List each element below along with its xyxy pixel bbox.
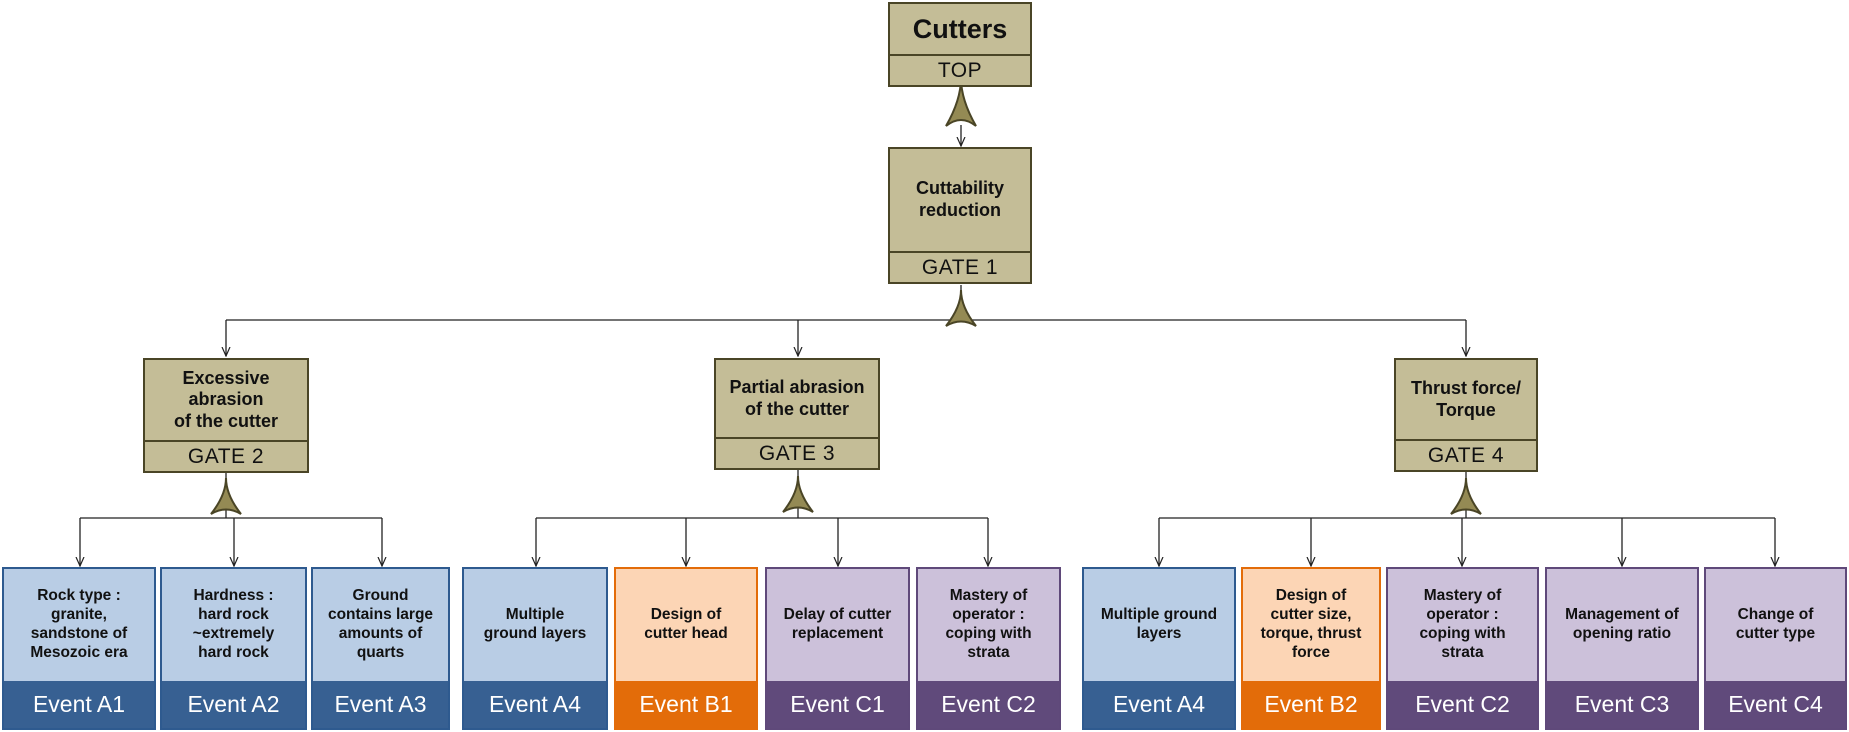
event-tag: Event C2 xyxy=(918,681,1059,728)
event-tag: Event A2 xyxy=(162,681,305,728)
gate-1-tag: GATE 1 xyxy=(890,251,1030,282)
event-tag: Event A3 xyxy=(313,681,448,728)
gate-3-tag: GATE 3 xyxy=(716,437,878,468)
event-description: Mastery of operator : coping with strata xyxy=(945,587,1032,661)
event-box-c2-second: Mastery of operator : coping with strata… xyxy=(1386,567,1539,730)
gate-1-title: Cuttability reduction xyxy=(916,178,1004,220)
event-box-c3: Management of opening ratio Event C3 xyxy=(1545,567,1699,730)
top-event-box: Cutters TOP xyxy=(888,2,1032,87)
event-tag: Event A4 xyxy=(464,681,606,728)
event-box-c4: Change of cutter type Event C4 xyxy=(1704,567,1847,730)
gate-4-title: Thrust force/ Torque xyxy=(1410,377,1521,420)
event-tag: Event C2 xyxy=(1388,681,1537,728)
top-event-title: Cutters xyxy=(912,13,1008,44)
gate-3-box: Partial abrasion of the cutter GATE 3 xyxy=(714,358,880,470)
event-box-a4: Multiple ground layers Event A4 xyxy=(462,567,608,730)
event-description: Delay of cutter replacement xyxy=(783,606,892,642)
or-gate-symbol xyxy=(210,477,242,515)
event-tag: Event A4 xyxy=(1084,681,1234,728)
event-box-b2: Design of cutter size, torque, thrust fo… xyxy=(1241,567,1381,730)
event-box-c1: Delay of cutter replacement Event C1 xyxy=(765,567,910,730)
event-description: Design of cutter size, torque, thrust fo… xyxy=(1260,587,1362,661)
event-description: Mastery of operator : coping with strata xyxy=(1419,587,1506,661)
event-tag: Event C1 xyxy=(767,681,908,728)
gate-3-title: Partial abrasion of the cutter xyxy=(729,376,865,419)
event-box-a3: Ground contains large amounts of quarts … xyxy=(311,567,450,730)
or-gate-symbol xyxy=(1450,477,1482,515)
event-tag: Event B2 xyxy=(1243,681,1379,728)
event-description: Multiple ground layers xyxy=(483,606,587,642)
top-event-tag: TOP xyxy=(890,54,1030,85)
event-description: Multiple ground layers xyxy=(1100,606,1218,642)
event-box-c2: Mastery of operator : coping with strata… xyxy=(916,567,1061,730)
event-tag: Event C3 xyxy=(1547,681,1697,728)
event-box-b1: Design of cutter head Event B1 xyxy=(614,567,758,730)
event-tag: Event A1 xyxy=(4,681,154,728)
gate-2-box: Excessive abrasion of the cutter GATE 2 xyxy=(143,358,309,473)
gate-2-title: Excessive abrasion of the cutter xyxy=(173,367,278,431)
gate-2-tag: GATE 2 xyxy=(145,440,307,471)
event-description: Ground contains large amounts of quarts xyxy=(327,587,434,661)
or-gate-symbol xyxy=(945,289,977,327)
gate-4-tag: GATE 4 xyxy=(1396,439,1536,470)
event-tag: Event C4 xyxy=(1706,681,1845,728)
event-tag: Event B1 xyxy=(616,681,756,728)
event-description: Change of cutter type xyxy=(1735,606,1816,642)
or-gate-symbol xyxy=(782,475,814,513)
event-box-a4-second: Multiple ground layers Event A4 xyxy=(1082,567,1236,730)
or-gate-symbol xyxy=(945,77,977,127)
event-description: Rock type : granite, sandstone of Mesozo… xyxy=(30,587,128,661)
event-description: Design of cutter head xyxy=(644,606,728,642)
event-description: Hardness : hard rock ~extremely hard roc… xyxy=(192,587,275,661)
event-box-a1: Rock type : granite, sandstone of Mesozo… xyxy=(2,567,156,730)
event-box-a2: Hardness : hard rock ~extremely hard roc… xyxy=(160,567,307,730)
event-description: Management of opening ratio xyxy=(1565,606,1679,642)
gate-1-box: Cuttability reduction GATE 1 xyxy=(888,147,1032,284)
gate-4-box: Thrust force/ Torque GATE 4 xyxy=(1394,358,1538,472)
